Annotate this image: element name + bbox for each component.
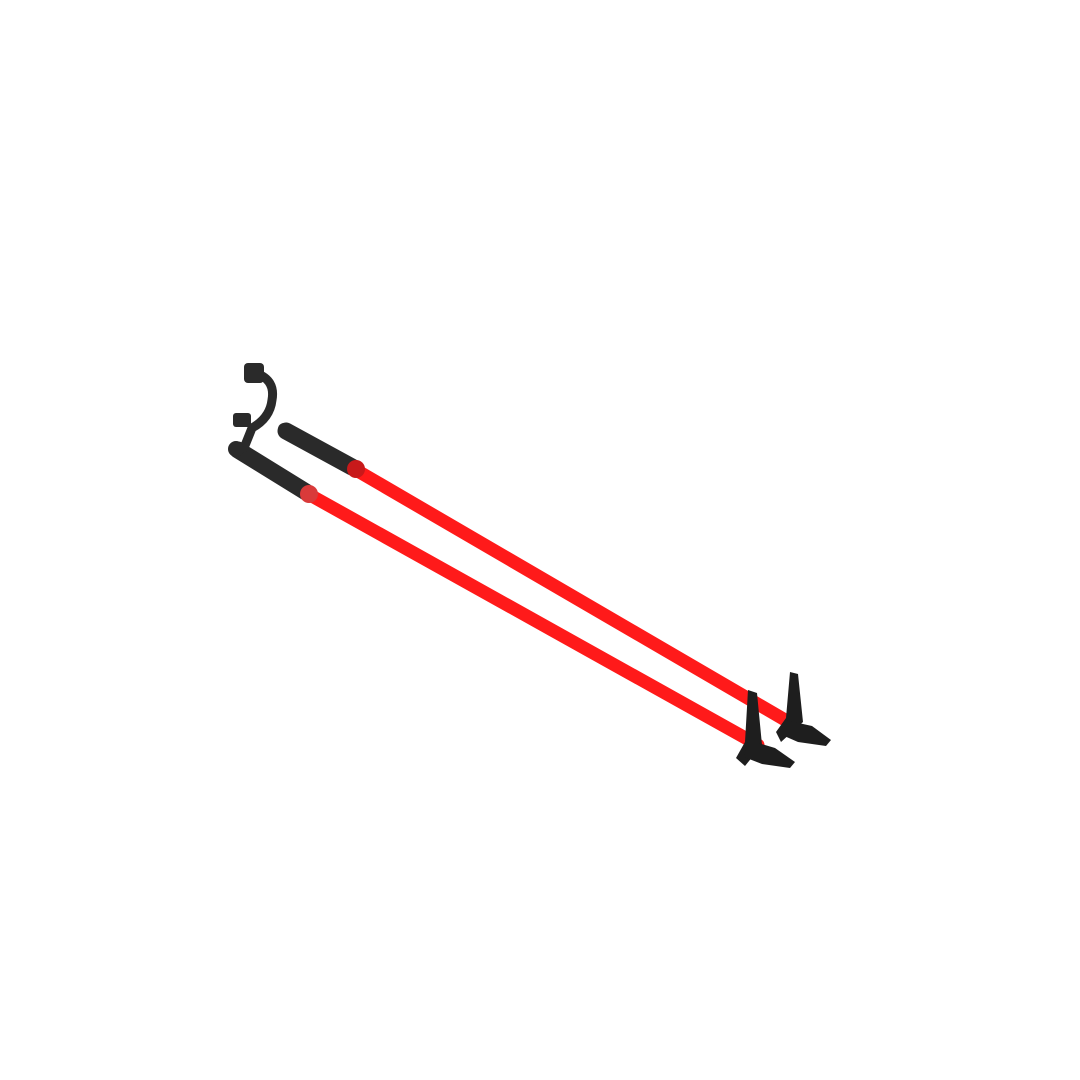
pole-tip [744,740,795,768]
ski-pole-back [277,422,831,746]
pole-shaft [349,463,799,731]
strap-clip [233,413,251,427]
ski-pole-front [229,441,795,768]
pole-shaft [303,488,765,752]
pole-straps [228,363,290,457]
pole-grip [277,422,361,476]
grip-collar [300,485,318,503]
grip-cap [278,423,290,435]
pole-grip [229,441,315,501]
strap-loop [239,367,278,453]
grip-cap [228,441,244,457]
strap-clip [244,363,264,383]
grip-collar [347,460,365,478]
pole-tip [782,720,831,746]
